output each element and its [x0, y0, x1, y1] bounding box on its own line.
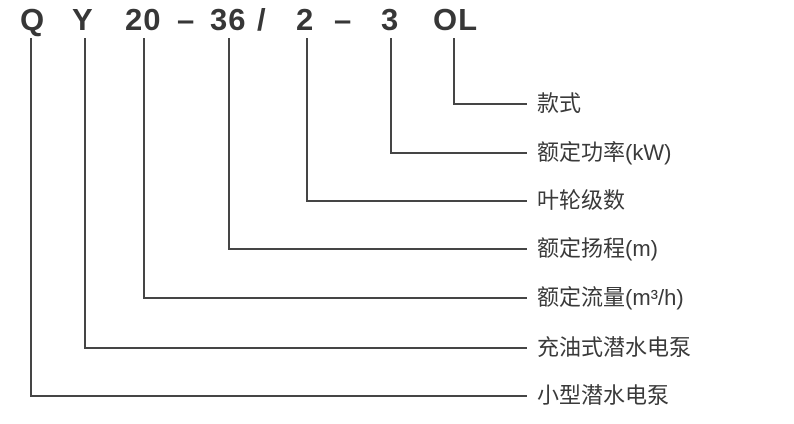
legend-label-rated-flow: 额定流量(m³/h): [537, 285, 684, 310]
connector-20-horizontal: [143, 297, 527, 299]
connector-ol-vertical: [453, 38, 455, 105]
code-token-ol: OL: [433, 2, 479, 37]
legend-label-small-submersible-pump: 小型潜水电泵: [537, 383, 670, 408]
connector-2-vertical: [306, 38, 308, 202]
connector-y-horizontal: [84, 347, 527, 349]
code-token-36: 36: [210, 2, 247, 37]
connector-y-vertical: [84, 38, 86, 349]
code-token-y: Y: [72, 2, 94, 37]
code-token-dash-1: –: [177, 2, 196, 37]
code-token-dash-2: –: [334, 2, 353, 37]
connector-q-horizontal: [30, 395, 527, 397]
legend-label-oil-filled-pump: 充油式潜水电泵: [537, 335, 692, 360]
connector-3-horizontal: [390, 152, 527, 154]
connector-20-vertical: [143, 38, 145, 299]
connector-ol-horizontal: [453, 103, 527, 105]
code-token-20: 20: [125, 2, 162, 37]
connector-2-horizontal: [306, 200, 527, 202]
code-token-slash: /: [257, 2, 267, 37]
connector-36-vertical: [228, 38, 230, 250]
legend-label-rated-power: 额定功率(kW): [537, 140, 672, 165]
code-token-2: 2: [296, 2, 315, 37]
legend-label-impeller-stages: 叶轮级数: [537, 188, 626, 213]
connector-3-vertical: [390, 38, 392, 154]
legend-label-rated-head: 额定扬程(m): [537, 236, 658, 261]
legend-label-style: 款式: [537, 91, 582, 116]
code-token-3: 3: [381, 2, 400, 37]
connector-q-vertical: [30, 38, 32, 397]
connector-36-horizontal: [228, 248, 527, 250]
code-token-q: Q: [20, 2, 46, 37]
